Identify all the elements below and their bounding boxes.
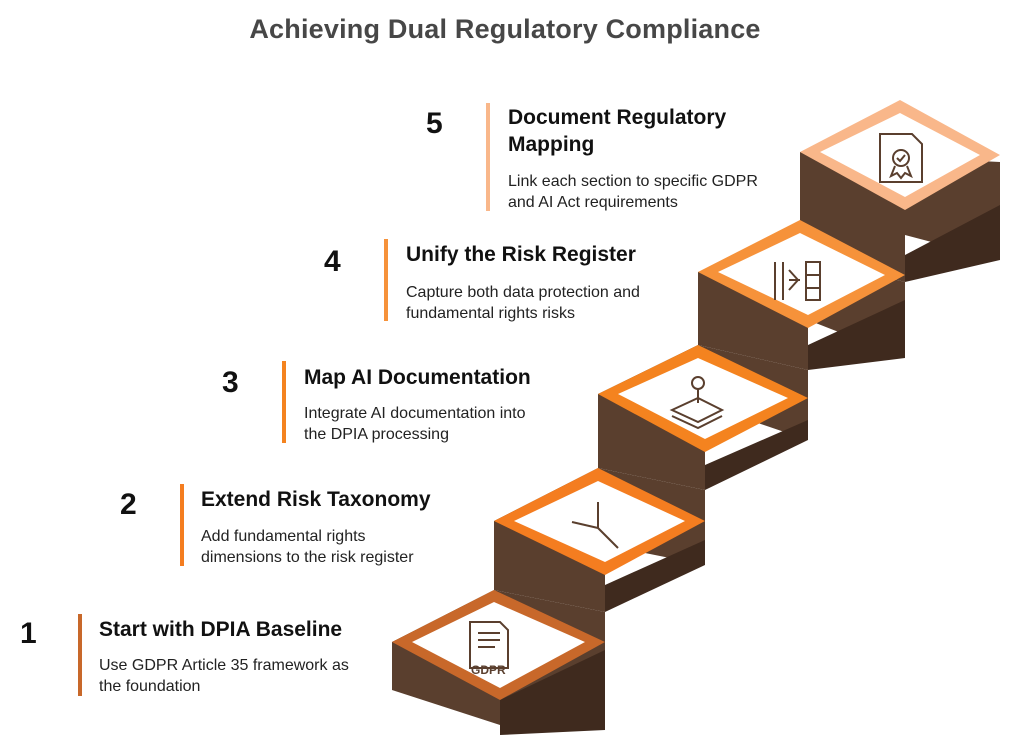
riser-shadow-3 [705, 420, 808, 490]
step-heading: Start with DPIA Baseline [99, 618, 343, 641]
step-number: 1 [20, 617, 37, 650]
step-accent-bar [486, 103, 490, 211]
riser-shadow-5 [905, 205, 1000, 282]
stair-tops [392, 100, 1000, 700]
step-description-line: Integrate AI documentation into [304, 405, 526, 422]
step-description: Capture both data protection and fundame… [406, 282, 706, 324]
step-description-line: Add fundamental rights [201, 528, 366, 545]
step-top-2-inner [514, 481, 685, 562]
step-number: 3 [222, 366, 239, 399]
gdpr-document-icon: GDPR [469, 621, 509, 677]
certificate-icon [879, 133, 923, 183]
step-description-line: the DPIA processing [304, 426, 449, 443]
map-pin-layers-icon [669, 376, 725, 430]
step-accent-bar [180, 484, 184, 566]
step-heading: Extend Risk Taxonomy [201, 488, 431, 511]
step-number: 4 [324, 245, 341, 278]
step-top-1-inner [412, 602, 585, 688]
step-heading: Unify the Risk Register [406, 243, 636, 266]
page-title: Achieving Dual Regulatory Compliance [249, 14, 761, 44]
step-description-line: dimensions to the risk register [201, 549, 414, 566]
step-number: 2 [120, 488, 137, 521]
step-accent-bar [78, 614, 82, 696]
step-top-5-inner [820, 113, 980, 197]
step-top-4-inner [718, 233, 885, 315]
step-description-line: fundamental rights risks [406, 305, 575, 322]
step-description-line: Use GDPR Article 35 framework as [99, 657, 349, 674]
riser-shadow-1 [500, 650, 605, 735]
step-heading: Document Regulatory Mapping [508, 106, 727, 156]
step-description: Integrate AI documentation into the DPIA… [304, 403, 604, 445]
step-description-line: Link each section to specific GDPR [508, 173, 758, 190]
riser-shadow-4 [808, 300, 905, 370]
step-accent-bar [384, 239, 388, 321]
step-number: 5 [426, 107, 443, 140]
merge-arrows-icon [774, 261, 821, 301]
step-description-line: the foundation [99, 678, 201, 695]
step-description: Link each section to specific GDPR and A… [508, 171, 808, 213]
stair-riser-shadows [500, 205, 1000, 735]
step-description: Use GDPR Article 35 framework as the fou… [99, 655, 419, 697]
step-heading: Map AI Documentation [304, 366, 531, 389]
step-description-line: and AI Act requirements [508, 194, 678, 211]
step-description: Add fundamental rights dimensions to the… [201, 526, 501, 568]
riser-shadow-2 [605, 540, 705, 612]
branch-icon [571, 502, 619, 549]
step-top-3-inner [618, 358, 788, 439]
gdpr-icon-text: GDPR [471, 663, 506, 677]
step-accent-bar [282, 361, 286, 443]
step-description-line: Capture both data protection and [406, 284, 640, 301]
